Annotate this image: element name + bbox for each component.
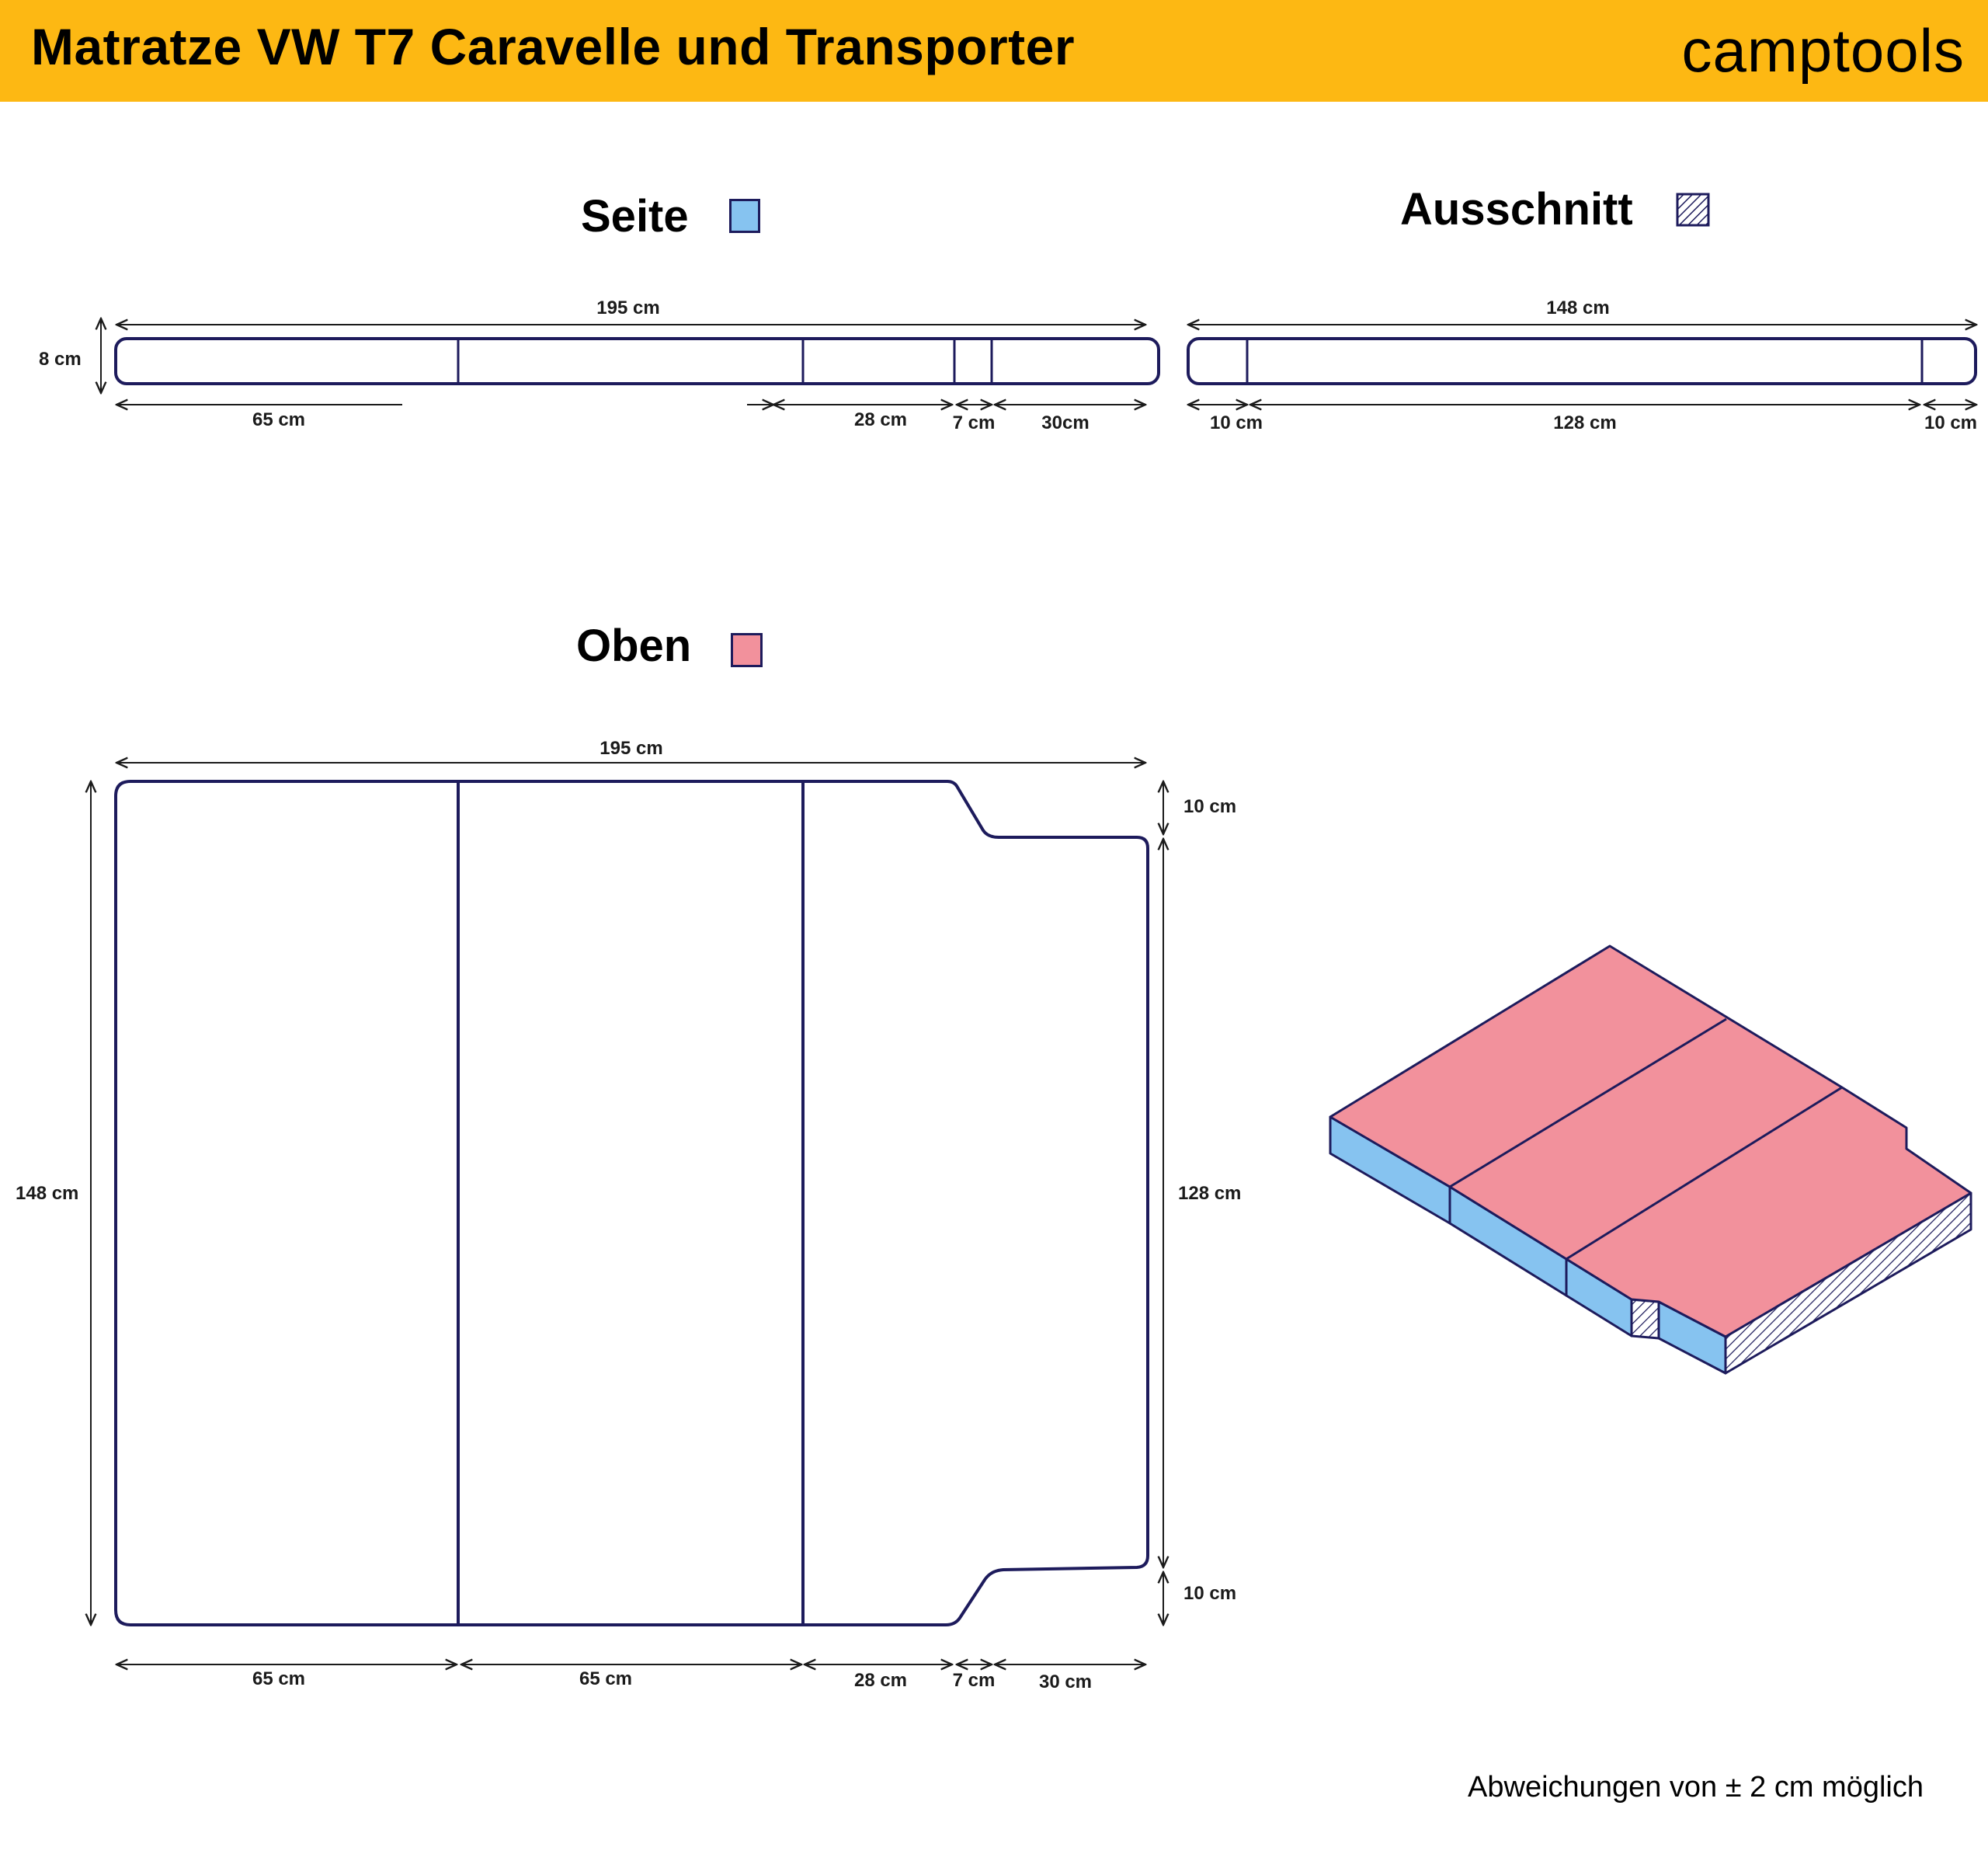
top-notch-bottom-label: 10 cm — [1183, 1583, 1237, 1604]
legend-side-swatch — [729, 199, 760, 233]
top-seg-label-3: 28 cm — [853, 1670, 908, 1691]
top-seg-label-5: 30 cm — [1038, 1671, 1093, 1692]
legend-cutout-label: Ausschnitt — [1400, 184, 1633, 235]
top-narrow-width-label: 128 cm — [1178, 1183, 1242, 1204]
iso-top-face — [1329, 944, 1972, 1338]
iso-top-divider-2 — [1566, 1086, 1843, 1261]
cutout-seg-label-3: 10 cm — [1924, 412, 1978, 433]
top-seg-label-4: 7 cm — [952, 1670, 996, 1691]
top-seg-label-2: 65 cm — [579, 1668, 633, 1689]
side-height-label: 8 cm — [39, 349, 82, 370]
page-title: Matratze VW T7 Caravelle und Transporter — [31, 18, 1076, 75]
side-seg-label-2: 28 cm — [853, 409, 908, 430]
legend-top-swatch — [731, 633, 763, 667]
side-total-length-label: 195 cm — [596, 297, 660, 318]
legend-cutout-swatch — [1676, 193, 1710, 227]
cutout-view — [1187, 325, 1977, 405]
brand-logo: camptools — [1681, 16, 1965, 85]
cutout-seg-label-1: 10 cm — [1209, 412, 1263, 433]
side-seg-label-3: 7 cm — [952, 412, 996, 433]
top-seg-label-1: 65 cm — [252, 1668, 306, 1689]
tolerance-note: Abweichungen von ± 2 cm möglich — [1468, 1771, 1924, 1804]
cutout-total-label: 148 cm — [1546, 297, 1610, 318]
header-bar: Matratze VW T7 Caravelle und Transporter… — [0, 0, 1988, 102]
top-width-label: 148 cm — [16, 1183, 79, 1204]
iso-top-divider-1 — [1449, 1017, 1727, 1188]
legend-side-label: Seite — [581, 191, 689, 242]
top-view — [91, 763, 1567, 1664]
cutout-seg-label-2: 128 cm — [1553, 412, 1617, 433]
top-total-length-label: 195 cm — [600, 738, 663, 759]
side-seg-label-4: 30cm — [1041, 412, 1090, 433]
iso-notch-face — [1630, 1298, 1660, 1340]
side-mattress-profile — [114, 337, 1160, 385]
top-mattress-outline — [114, 780, 1149, 1626]
legend-top-label: Oben — [576, 621, 692, 671]
cutout-profile — [1187, 337, 1977, 385]
side-view — [101, 318, 1160, 405]
isometric-view — [1329, 944, 1972, 1375]
top-notch-top-label: 10 cm — [1183, 796, 1237, 817]
side-seg-label-1: 65 cm — [252, 409, 306, 430]
